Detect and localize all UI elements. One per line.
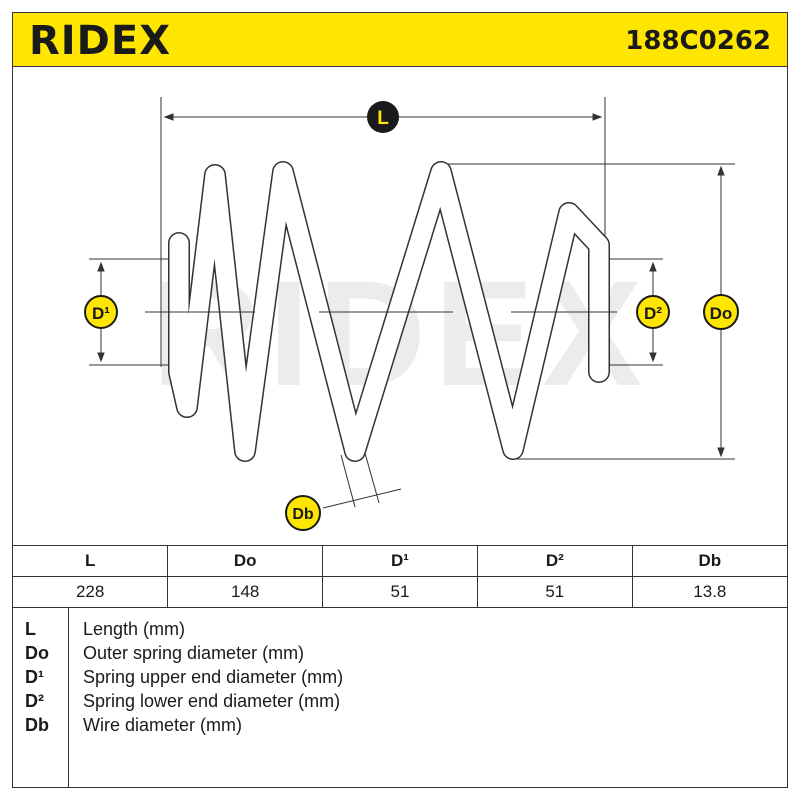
legend-code: L bbox=[25, 619, 36, 639]
legend-item: L Length (mm) bbox=[13, 619, 787, 643]
legend-description: Outer spring diameter (mm) bbox=[83, 643, 305, 663]
spec-sheet: RIDEX 188C0262 RIDEX bbox=[12, 12, 788, 788]
value-cell-d2: 51 bbox=[477, 576, 633, 608]
part-number: 188C0262 bbox=[625, 26, 771, 56]
legend-code: Do bbox=[25, 643, 49, 663]
legend: L Length (mm) Do Outer spring diameter (… bbox=[13, 607, 787, 787]
wire-diameter-dimension bbox=[322, 452, 402, 509]
legend-description: Wire diameter (mm) bbox=[83, 715, 243, 735]
value-cell-l: 228 bbox=[13, 576, 169, 608]
legend-code: D² bbox=[25, 691, 44, 711]
legend-item: D¹ Spring upper end diameter (mm) bbox=[13, 667, 787, 691]
brand-logo: RIDEX bbox=[29, 18, 172, 64]
value-cell-d1: 51 bbox=[322, 576, 478, 608]
dimensions-header-row: L Do D¹ D² Db bbox=[13, 545, 787, 577]
legend-item: Do Outer spring diameter (mm) bbox=[13, 643, 787, 667]
label-badge-lower-end-diameter: D² bbox=[636, 295, 670, 329]
label-badge-outer-diameter: Do bbox=[703, 294, 739, 330]
header-cell-d1: D¹ bbox=[322, 545, 478, 577]
label-badge-length: L bbox=[367, 101, 399, 133]
label-lower-end-diameter: D² bbox=[644, 304, 662, 323]
header-cell-d2: D² bbox=[477, 545, 633, 577]
dimensions-value-row: 228 148 51 51 13.8 bbox=[13, 576, 787, 608]
legend-code: Db bbox=[25, 715, 49, 735]
legend-description: Spring upper end diameter (mm) bbox=[83, 667, 344, 687]
value-cell-do: 148 bbox=[167, 576, 324, 608]
label-wire-diameter: Db bbox=[292, 506, 314, 523]
label-upper-end-diameter: D¹ bbox=[92, 304, 110, 323]
legend-description: Spring lower end diameter (mm) bbox=[83, 691, 341, 711]
header-cell-l: L bbox=[13, 545, 169, 577]
label-badge-wire-diameter: Db bbox=[285, 495, 321, 531]
spring-diagram-svg: RIDEX bbox=[84, 97, 739, 531]
label-badge-upper-end-diameter: D¹ bbox=[84, 295, 118, 329]
legend-code: D¹ bbox=[25, 667, 44, 687]
legend-item: Db Wire diameter (mm) bbox=[13, 715, 787, 739]
label-length: L bbox=[377, 108, 389, 129]
legend-description: Length (mm) bbox=[83, 619, 186, 639]
value-cell-db: 13.8 bbox=[632, 576, 787, 608]
dimensions-table: L Do D¹ D² Db 228 148 51 51 13.8 bbox=[13, 545, 787, 608]
legend-item: D² Spring lower end diameter (mm) bbox=[13, 691, 787, 715]
header-cell-db: Db bbox=[632, 545, 787, 577]
header-bar: RIDEX 188C0262 bbox=[13, 13, 787, 67]
label-outer-diameter: Do bbox=[710, 304, 733, 323]
legend-divider bbox=[68, 607, 69, 787]
header-cell-do: Do bbox=[167, 545, 324, 577]
spring-drawing: RIDEX bbox=[13, 67, 789, 545]
